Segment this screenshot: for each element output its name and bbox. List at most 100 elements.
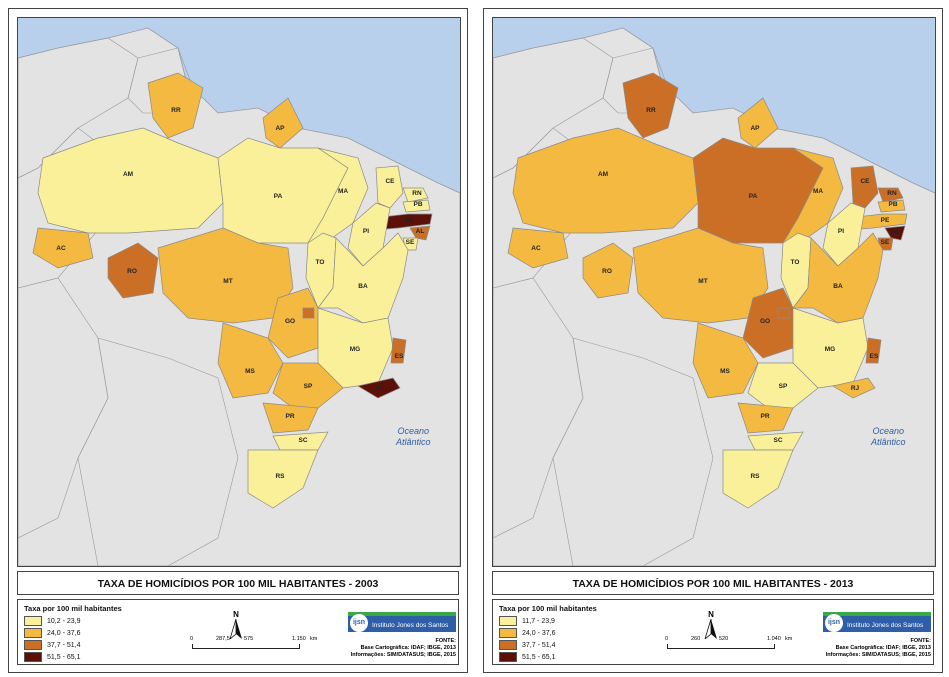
- state-label-go: GO: [285, 318, 295, 325]
- legend-swatch: [24, 652, 42, 662]
- state-label-rn: RN: [887, 190, 897, 197]
- state-df: [777, 307, 790, 319]
- state-label-es: ES: [395, 353, 404, 360]
- state-label-mg: MG: [825, 346, 835, 353]
- state-label-sc: SC: [773, 437, 782, 444]
- legend-box: Taxa por 100 mil habitantes 10,2 - 23,9 …: [17, 599, 459, 665]
- state-label-pb: PB: [413, 201, 422, 208]
- state-label-sp: SP: [779, 383, 788, 390]
- legend-swatch: [499, 640, 517, 650]
- legend-label: 51,5 - 65,1: [522, 653, 556, 661]
- state-label-rj: RJ: [376, 385, 385, 392]
- state-ap: [737, 97, 779, 149]
- state-label-ap: AP: [750, 125, 760, 132]
- state-label-am: AM: [123, 171, 133, 178]
- legend-label: 37,7 - 51,4: [47, 641, 81, 649]
- state-label-al: AL: [416, 228, 425, 235]
- state-label-ro: RO: [602, 268, 612, 275]
- source-line: Informações: SIM/DATASUS; IBGE, 2015: [350, 652, 456, 658]
- state-label-pr: PR: [285, 413, 294, 420]
- legend-label: 24,0 - 37,6: [47, 629, 81, 637]
- state-label-ac: AC: [531, 245, 541, 252]
- state-label-mg: MG: [350, 346, 360, 353]
- state-ce: [850, 165, 879, 209]
- state-pr: [262, 402, 319, 434]
- state-label-al: AL: [891, 228, 900, 235]
- ijsn-logo: ijsn Instituto Jones dos Santos Neves: [348, 612, 456, 649]
- state-label-ce: CE: [385, 178, 395, 185]
- state-ro: [107, 242, 159, 299]
- state-label-pr: PR: [760, 413, 769, 420]
- state-ba: [317, 232, 409, 324]
- legend-swatch: [24, 628, 42, 638]
- state-label-sc: SC: [298, 437, 307, 444]
- state-ac: [507, 227, 569, 269]
- state-label-rr: RR: [171, 107, 181, 114]
- state-al: [884, 225, 906, 241]
- legend-box: Taxa por 100 mil habitantes 11,7 - 23,9 …: [492, 599, 934, 665]
- state-label-rn: RN: [412, 190, 422, 197]
- state-am: [512, 127, 699, 234]
- state-label-ba: BA: [833, 283, 843, 290]
- state-label-ac: AC: [56, 245, 66, 252]
- legend-swatch: [499, 652, 517, 662]
- legend-title: Taxa por 100 mil habitantes: [499, 604, 597, 613]
- scale-tick: 575: [244, 636, 254, 642]
- state-label-se: SE: [881, 239, 890, 246]
- source-line: Base Cartográfica: IDAF; IBGE, 2013: [835, 645, 931, 651]
- country-border: [552, 337, 714, 566]
- state-label-es: ES: [870, 353, 879, 360]
- state-label-ma: MA: [338, 188, 348, 195]
- legend-swatch: [499, 616, 517, 626]
- state-label-ma: MA: [813, 188, 823, 195]
- state-label-pe: PE: [881, 217, 890, 224]
- state-label-se: SE: [406, 239, 415, 246]
- state-rs: [722, 449, 794, 509]
- state-al: [409, 225, 431, 241]
- legend-class-2: 24,0 - 37,6: [24, 628, 80, 638]
- legend-class-4: 51,5 - 65,1: [499, 652, 555, 662]
- map-title: TAXA DE HOMICÍDIOS POR 100 MIL HABITANTE…: [17, 571, 459, 595]
- ijsn-logo: ijsn Instituto Jones dos Santos Neves: [823, 612, 931, 649]
- state-label-sp: SP: [304, 383, 313, 390]
- scale-tick: 0: [665, 636, 669, 642]
- state-label-pa: PA: [749, 193, 758, 200]
- state-label-rj: RJ: [851, 385, 860, 392]
- state-label-to: TO: [791, 259, 800, 266]
- state-label-pb: PB: [888, 201, 897, 208]
- state-rn: [877, 187, 904, 203]
- legend-label: 10,2 - 23,9: [47, 617, 81, 625]
- legend-class-2: 24,0 - 37,6: [499, 628, 555, 638]
- state-rs: [247, 449, 319, 509]
- north-label: N: [708, 610, 714, 619]
- state-label-ms: MS: [720, 368, 730, 375]
- state-label-ce: CE: [860, 178, 870, 185]
- legend-class-3: 37,7 - 51,4: [499, 640, 555, 650]
- state-label-pi: PI: [838, 228, 844, 235]
- source-note: FONTE: Base Cartográfica: IDAF; IBGE, 20…: [336, 638, 456, 659]
- state-ap: [262, 97, 304, 149]
- state-rj: [832, 377, 876, 399]
- state-label-to: TO: [316, 259, 325, 266]
- legend-swatch: [499, 628, 517, 638]
- state-es: [390, 337, 407, 364]
- state-label-ba: BA: [358, 283, 368, 290]
- state-rn: [402, 187, 429, 203]
- brazil-map-2013: RRAPAMPAMACERNPBPEALSEPITOBAACROMTGOMGES…: [493, 18, 935, 566]
- state-pb: [877, 199, 906, 213]
- scale-unit: km: [785, 636, 793, 642]
- state-label-rs: RS: [275, 473, 285, 480]
- legend-swatch: [24, 640, 42, 650]
- state-label-pa: PA: [274, 193, 283, 200]
- legend-title: Taxa por 100 mil habitantes: [24, 604, 122, 613]
- north-arrow-icon: N: [226, 610, 246, 641]
- state-es: [865, 337, 882, 364]
- source-line: FONTE:: [435, 638, 456, 644]
- legend-label: 51,5 - 65,1: [47, 653, 81, 661]
- north-label: N: [233, 610, 239, 619]
